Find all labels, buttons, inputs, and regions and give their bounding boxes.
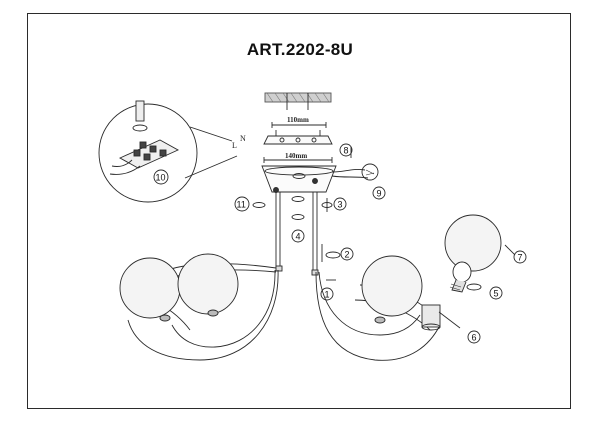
canopy [261,165,337,193]
callout-6: 6 [472,333,477,343]
ceiling [264,92,332,110]
callouts: 1 2 3 4 5 6 7 8 9 10 11 [153,143,527,344]
callout-11: 11 [237,200,246,210]
center-rods [275,192,319,276]
callout-7: 7 [518,253,523,263]
callout-1: 1 [325,290,330,300]
wire-label-l: L [232,141,237,150]
model-title: ART.2202-8U [246,40,354,59]
callout-9: 9 [377,189,382,199]
callout-4: 4 [296,232,301,242]
globes [119,214,502,324]
mounting-bracket: 110mm 140mm [263,116,333,163]
wire-label-n: N [240,134,246,143]
callout-5: 5 [494,289,499,299]
dimension-bottom: 140mm [285,152,307,160]
callout-8: 8 [344,146,349,156]
terminal-detail: L N [98,100,246,203]
callout-10: 10 [156,173,166,183]
bulb-icon [449,261,472,293]
dimension-top: 110mm [287,116,309,124]
supply-wires [331,163,379,181]
callout-3: 3 [338,200,343,210]
drawing-frame [27,13,571,409]
callout-2: 2 [345,250,350,260]
right-arms [315,271,441,361]
